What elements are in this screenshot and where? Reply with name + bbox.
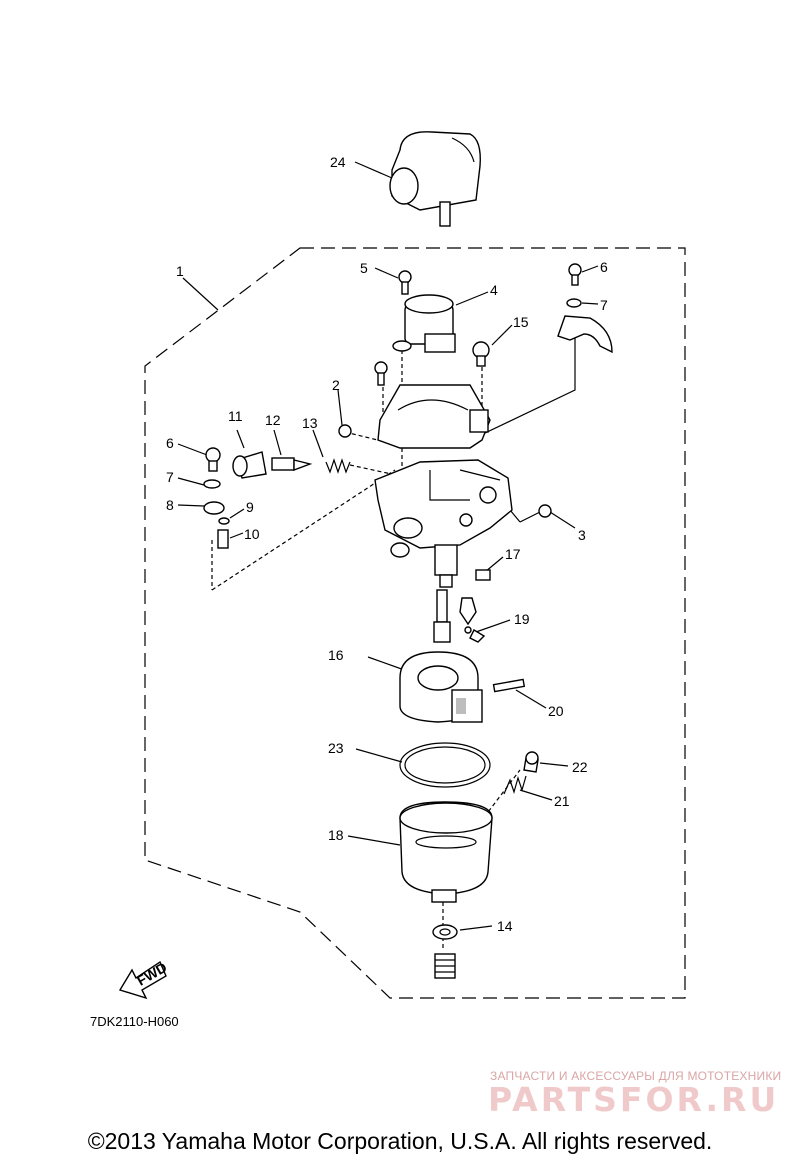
part-18-float-bowl [399, 801, 493, 903]
callout-8: 8 [166, 497, 174, 513]
callout-6-left: 6 [166, 435, 174, 451]
part-24-cover [389, 131, 481, 227]
parts-jets-and-needle [433, 589, 526, 693]
callout-6-top: 6 [600, 259, 608, 275]
callout-7-left: 7 [166, 469, 174, 485]
callout-4: 4 [490, 282, 498, 298]
callout-21: 21 [554, 793, 570, 809]
callout-10: 10 [244, 526, 260, 542]
callout-11: 11 [228, 408, 243, 424]
leader-lines [177, 161, 599, 950]
callout-2: 2 [332, 377, 340, 393]
watermark-tagline: ЗАПЧАСТИ И АКСЕССУАРЫ ДЛЯ МОТОТЕХНИКИ [490, 1069, 782, 1083]
callout-3: 3 [578, 527, 586, 543]
parts-21-22-drain-screw [503, 751, 539, 795]
callout-5: 5 [360, 260, 368, 276]
screws [203, 263, 582, 581]
part-4-solenoid [392, 294, 456, 353]
callout-24: 24 [330, 154, 346, 170]
callout-22: 22 [572, 759, 588, 775]
callout-23: 23 [328, 740, 344, 756]
callout-18: 18 [328, 827, 344, 843]
callout-9: 9 [246, 499, 254, 515]
callout-17: 17 [505, 546, 521, 562]
callout-14: 14 [497, 918, 513, 934]
fwd-arrow: FWD [118, 959, 170, 1000]
carburetor-body [374, 384, 513, 588]
part-23-gasket [399, 742, 491, 788]
copyright-notice: ©2013 Yamaha Motor Corporation, U.S.A. A… [87, 1128, 713, 1154]
part-7-bracket [557, 315, 613, 354]
callout-1: 1 [176, 263, 184, 279]
watermark-brand: PARTSFOR.RU [488, 1080, 780, 1119]
callout-12: 12 [265, 412, 281, 428]
assembly-boundary [144, 247, 686, 999]
diagram-code: 7DK2110-H060 [90, 1014, 179, 1029]
callouts: 1 2 3 4 5 6 6 7 7 8 9 10 11 12 13 14 15 … [166, 154, 608, 934]
callout-20: 20 [548, 703, 564, 719]
callout-15: 15 [513, 314, 529, 330]
part-14-washer-and-bolt [432, 924, 458, 979]
callout-13: 13 [302, 415, 318, 431]
parts-11-12-13-pilot [232, 451, 351, 479]
part-16-float [399, 651, 483, 723]
callout-16: 16 [328, 647, 344, 663]
callout-7-top: 7 [600, 297, 608, 313]
callout-19: 19 [514, 611, 530, 627]
